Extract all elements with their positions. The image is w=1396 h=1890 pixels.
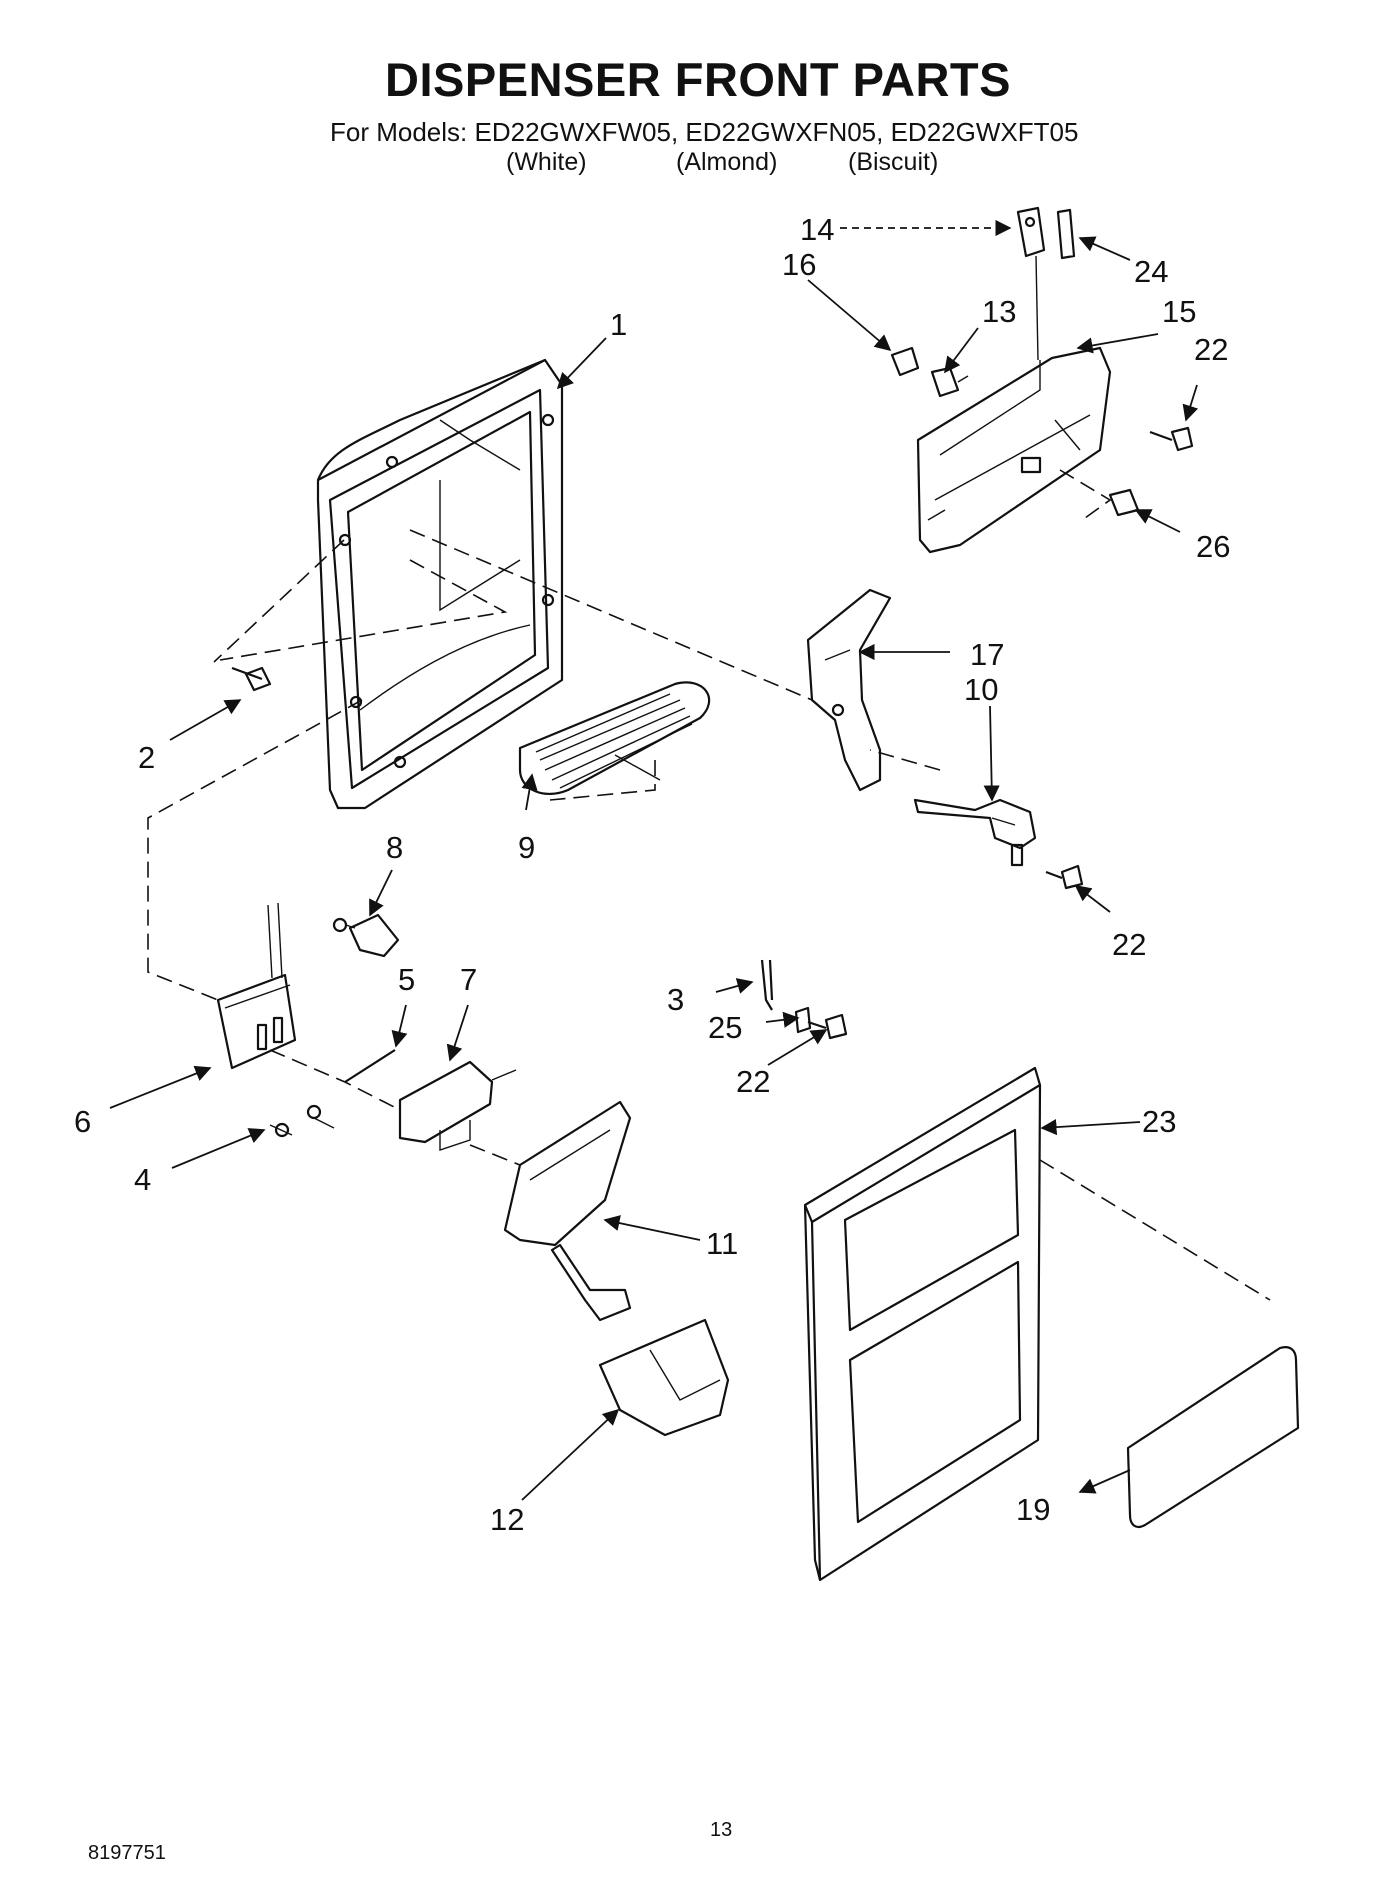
part-26-switch: [1059, 469, 1140, 519]
finish-almond: (Almond): [676, 148, 778, 176]
callout-15: 15: [1162, 294, 1196, 329]
part-23-front-panel: [803, 1066, 1042, 1582]
part-8-motor: [332, 913, 400, 958]
part-15-control-housing: [916, 346, 1112, 554]
part-14-clip: [1016, 206, 1046, 361]
part-11-lever: [503, 1100, 632, 1322]
callout-22-right: 22: [1112, 927, 1146, 962]
callout-19: 19: [1016, 1492, 1050, 1527]
models-line: For Models: ED22GWXFW05, ED22GWXFN05, ED…: [330, 117, 1079, 147]
part-10-switch: [913, 798, 1037, 867]
part-4-spring: [269, 1104, 335, 1138]
part-7-actuator: [398, 1060, 517, 1151]
callout-23: 23: [1142, 1104, 1176, 1139]
page-title: DISPENSER FRONT PARTS: [385, 53, 1011, 106]
callout-labels: 1 2 3 4 5 6 7 8 9 10 11 12 13 14 15 16 1…: [74, 212, 1230, 1537]
part-9-grille: [518, 681, 711, 795]
finish-biscuit: (Biscuit): [848, 148, 939, 176]
part-25-plate: [794, 1006, 812, 1034]
callout-26: 26: [1196, 529, 1230, 564]
callout-17: 17: [970, 637, 1004, 672]
callout-2: 2: [138, 740, 155, 775]
part-13-socket: [930, 366, 969, 398]
callout-7: 7: [460, 962, 477, 997]
page-number: 13: [710, 1819, 733, 1841]
part-22-screw-top: [1149, 426, 1194, 452]
part-2-screw: [231, 666, 272, 692]
part-22-screw-right: [1045, 864, 1084, 890]
callout-12: 12: [490, 1502, 524, 1537]
callout-5: 5: [398, 962, 415, 997]
part-1-housing: [316, 358, 564, 810]
callout-14: 14: [800, 212, 834, 247]
part-12-chute: [598, 1318, 730, 1437]
part-16-bulb: [890, 346, 920, 377]
alignment-lines: [147, 529, 1271, 1301]
callout-13: 13: [982, 294, 1016, 329]
leader-lines: [109, 219, 1199, 1501]
callout-4: 4: [134, 1162, 151, 1197]
callout-24: 24: [1134, 254, 1168, 289]
part-19-label: [1126, 1346, 1300, 1529]
callout-6: 6: [74, 1104, 91, 1139]
callout-22-mid: 22: [736, 1064, 770, 1099]
part-3-spring-clip: [760, 959, 774, 1011]
part-5-pin: [344, 1049, 396, 1083]
callout-3: 3: [667, 982, 684, 1017]
part-24-plate: [1056, 208, 1076, 260]
callout-9: 9: [518, 830, 535, 865]
callout-25: 25: [708, 1010, 742, 1045]
part-6-module: [216, 902, 297, 1070]
callout-1: 1: [610, 307, 627, 342]
document-number: 8197751: [88, 1842, 166, 1864]
callout-16: 16: [782, 247, 816, 282]
callout-11: 11: [706, 1226, 738, 1261]
finish-white: (White): [506, 148, 587, 176]
callout-22-top: 22: [1194, 332, 1228, 367]
part-22-screw-mid: [807, 1013, 848, 1040]
part-17-lever: [806, 588, 892, 792]
callout-8: 8: [386, 830, 403, 865]
callout-10: 10: [964, 672, 998, 707]
